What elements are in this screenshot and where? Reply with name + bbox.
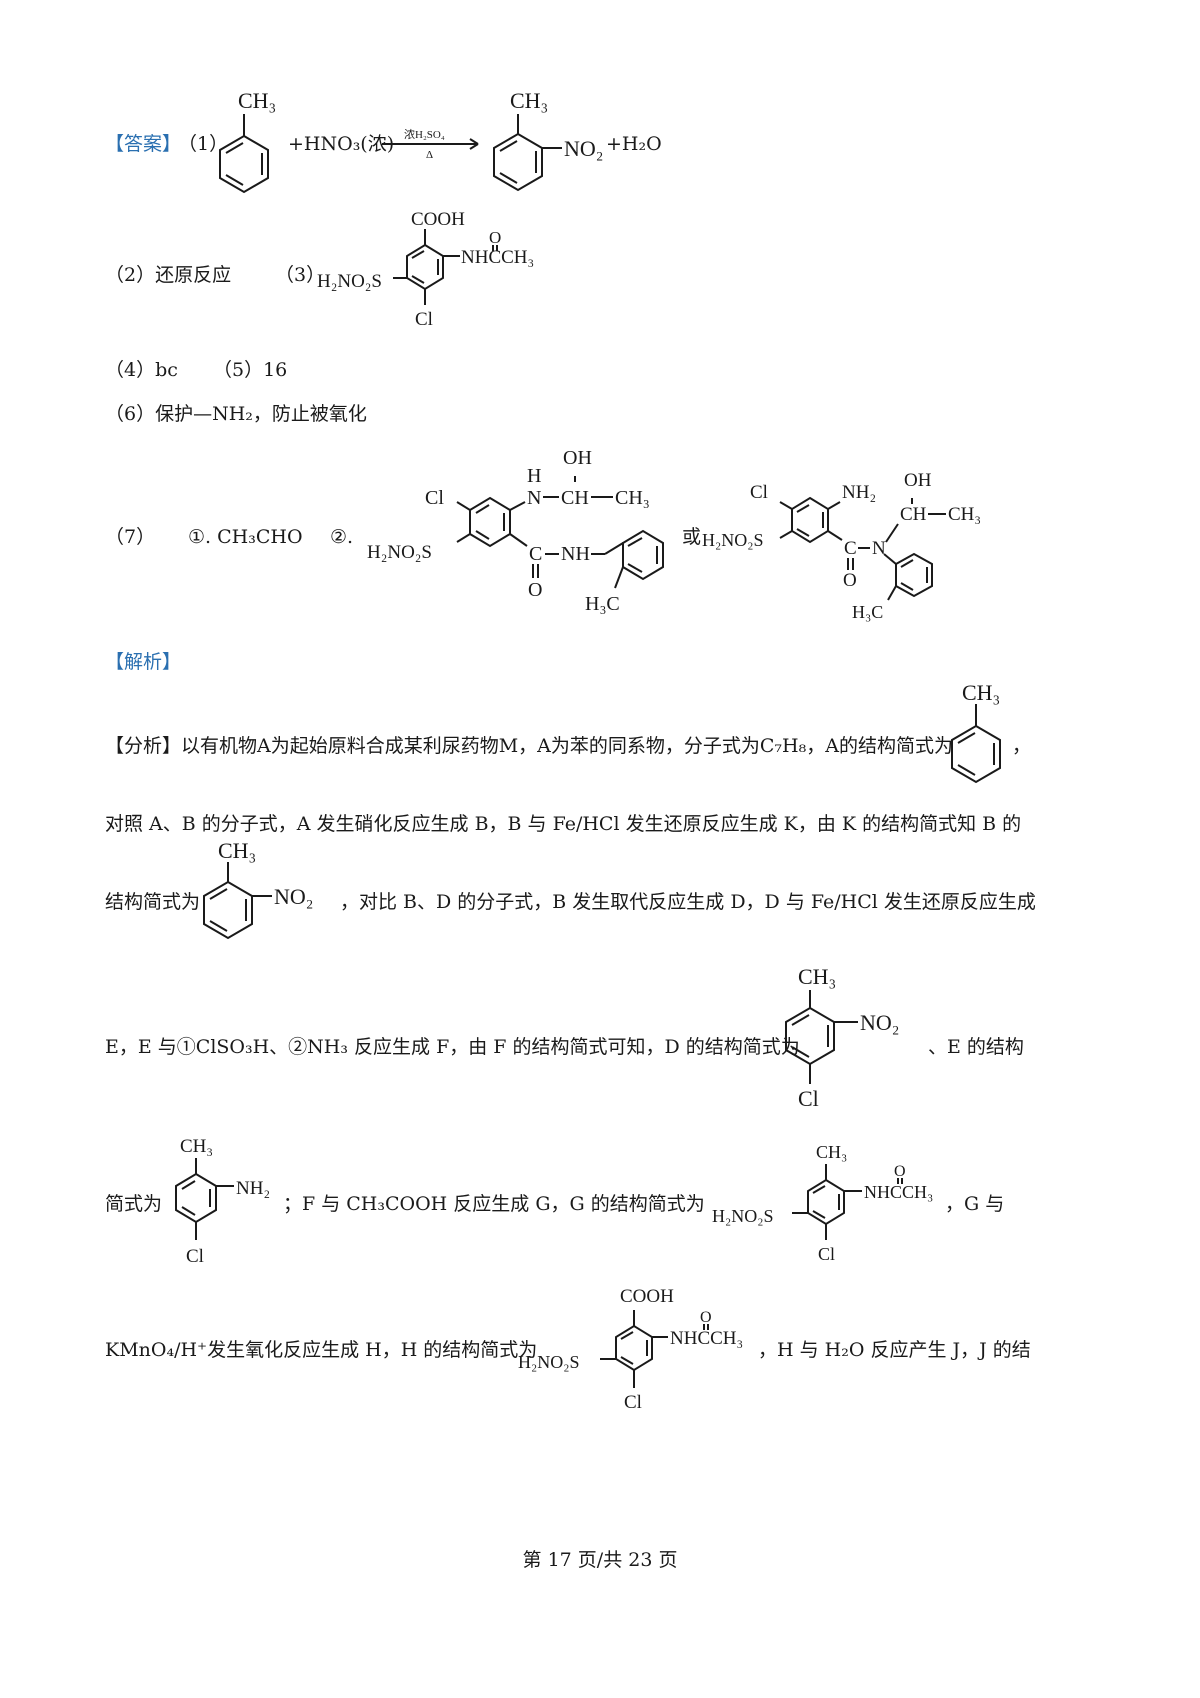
- sulfonamide-label: H₂NO₂S: [702, 530, 764, 550]
- ch3-label: CH₃: [180, 1136, 213, 1157]
- carbonyl-o-label: O: [489, 228, 501, 247]
- nhcch3-label: NHCCH₃: [670, 1328, 743, 1349]
- q6-answer: （6）保护—NH₂，防止被氧化: [105, 403, 367, 425]
- nh-label: NH: [561, 543, 590, 565]
- n-label: N: [872, 538, 886, 559]
- nhcch3-label: NHCCH₃: [461, 247, 534, 268]
- oh-label: OH: [904, 470, 932, 491]
- q5-answer: （5）16: [213, 359, 288, 381]
- ch3-label: CH₃: [962, 680, 1000, 705]
- q7-number: （7）: [105, 526, 156, 548]
- analysis-paragraph-3b: ，对比 B、D 的分子式，B 发生取代反应生成 D，D 与 Fe/HCl 发生还…: [340, 891, 1036, 913]
- ch3-label: CH₃: [798, 964, 836, 989]
- o-nitrotoluene-structure: CH₃ NO₂: [203, 838, 313, 940]
- carbonyl-o-label: O: [843, 570, 857, 591]
- cooh-label: COOH: [411, 209, 465, 230]
- compound-h-structure-analysis: COOH NHCCH₃ O H₂NO₂S Cl: [518, 1286, 743, 1413]
- cl-label: Cl: [798, 1086, 819, 1111]
- carbonyl-c-label: C: [844, 538, 857, 559]
- h3c-label: H₃C: [852, 602, 883, 622]
- compound-e-structure: CH₃ NH₂ Cl: [175, 1136, 270, 1267]
- carbonyl-o-label: O: [894, 1163, 906, 1180]
- n-label: N: [527, 487, 541, 509]
- cl-label: Cl: [624, 1392, 642, 1413]
- water-product: +H₂O: [606, 133, 662, 155]
- q7-or: 或: [682, 526, 702, 548]
- cl-label: Cl: [750, 482, 768, 503]
- ch-label: CH: [900, 504, 927, 525]
- nhcch3-label: NHCCH₃: [864, 1182, 933, 1202]
- nh2-label: NH₂: [236, 1178, 270, 1199]
- no2-label: NO₂: [860, 1010, 899, 1035]
- o-nitrotoluene-structure: CH₃ NO₂: [493, 88, 603, 192]
- analysis-paragraph-2: 对照 A、B 的分子式，A 发生硝化反应生成 B，B 与 Fe/HCl 发生还原…: [105, 813, 1022, 835]
- sulfonamide-label: H₂NO₂S: [317, 271, 382, 292]
- analysis-paragraph-1-end: ，: [1012, 735, 1032, 757]
- analysis-paragraph-4b: 、E 的结构: [928, 1036, 1024, 1058]
- oh-label: OH: [563, 447, 592, 469]
- analysis-paragraph-6b: ，H 与 H₂O 反应产生 J，J 的结: [758, 1339, 1031, 1361]
- ch3-label: CH₃: [218, 838, 256, 863]
- analysis-paragraph-6a: KMnO₄/H⁺发生氧化反应生成 H，H 的结构简式为: [105, 1339, 538, 1361]
- nitric-acid-reagent: +HNO₃(浓): [288, 133, 395, 155]
- compound-m-structure-2: Cl H₂NO₂S NH₂ C O N CH OH CH₃ H₃C: [702, 470, 981, 622]
- q3-number: （3）: [275, 264, 326, 286]
- analysis-paragraph-1: 【分析】以有机物A为起始原料合成某利尿药物M，A为苯的同系物，分子式为C₇H₈，…: [105, 735, 953, 757]
- answer-label: 【答案】: [105, 133, 182, 155]
- nh2-label: NH₂: [842, 482, 876, 503]
- ch3-label: CH₃: [238, 88, 276, 113]
- q7-part2: ②.: [330, 526, 354, 548]
- analysis-paragraph-5c: ，G 与: [945, 1193, 1005, 1215]
- cl-label: Cl: [186, 1246, 204, 1267]
- catalyst-label: 浓H₂SO₄: [404, 128, 445, 141]
- cooh-label: COOH: [620, 1286, 674, 1307]
- compound-m-structure-1: Cl H₂NO₂S N H CH OH CH₃ C O NH H₃C: [367, 447, 664, 615]
- analysis-paragraph-5b: ；F 与 CH₃COOH 反应生成 G，G 的结构简式为: [283, 1193, 705, 1215]
- carbonyl-o-label: O: [700, 1309, 712, 1326]
- cl-label: Cl: [415, 309, 433, 330]
- ch3-label: CH₃: [510, 88, 548, 113]
- no2-label: NO₂: [564, 136, 603, 161]
- toluene-structure: CH₃: [951, 680, 1001, 784]
- reaction-arrow: 浓H₂SO₄ Δ: [382, 128, 479, 161]
- toluene-structure: CH₃: [219, 88, 276, 194]
- compound-d-structure: CH₃ NO₂ Cl: [785, 964, 899, 1111]
- sulfonamide-label: H₂NO₂S: [712, 1206, 774, 1226]
- analysis-paragraph-5a: 简式为: [105, 1193, 163, 1215]
- q7-part1: ①. CH₃CHO: [188, 526, 303, 548]
- q2-answer: （2）还原反应: [105, 264, 232, 286]
- analysis-label: 【解析】: [105, 651, 182, 673]
- ch3-label: CH₃: [816, 1142, 847, 1162]
- analysis-paragraph-3a: 结构简式为: [105, 891, 201, 913]
- q1-number: （1）: [178, 133, 229, 155]
- ch-label: CH: [561, 487, 589, 509]
- sulfonamide-label: H₂NO₂S: [518, 1352, 580, 1372]
- cl-label: Cl: [425, 487, 444, 509]
- analysis-paragraph-4a: E，E 与①ClSO₃H、②NH₃ 反应生成 F，由 F 的结构简式可知，D 的…: [105, 1036, 800, 1058]
- no2-label: NO₂: [274, 884, 313, 909]
- q4-answer: （4）bc: [105, 359, 178, 381]
- sulfonamide-label: H₂NO₂S: [367, 542, 432, 563]
- heat-label: Δ: [426, 149, 433, 161]
- carbonyl-c-label: C: [529, 543, 542, 565]
- h-label: H: [527, 465, 541, 487]
- page-footer: 第 17 页/共 23 页: [522, 1549, 678, 1571]
- h3c-label: H₃C: [585, 593, 620, 615]
- carbonyl-o-label: O: [528, 579, 542, 601]
- ch3-label: CH₃: [948, 504, 981, 525]
- ch3-label: CH₃: [615, 487, 650, 509]
- compound-g-structure: CH₃ NHCCH₃ O H₂NO₂S Cl: [712, 1142, 933, 1264]
- cl-label: Cl: [818, 1244, 835, 1264]
- compound-h-structure-answer: COOH NHCCH₃ O H₂NO₂S Cl: [317, 209, 534, 330]
